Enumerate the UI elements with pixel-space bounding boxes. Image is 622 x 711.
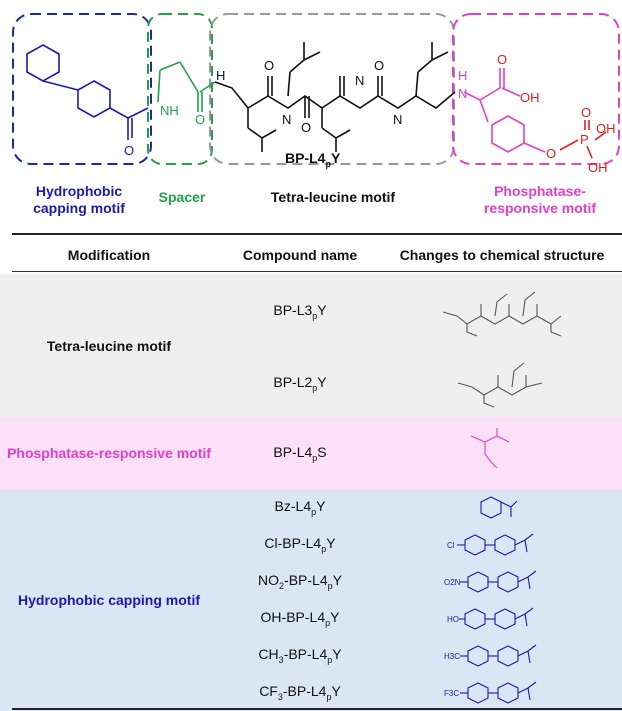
- tri-leucine-fragment: [442, 291, 562, 337]
- table-row: CF3-BP-L4pY F3C: [0, 674, 622, 711]
- structure-cell: O2N: [382, 563, 622, 600]
- table-row: Cl-BP-L4pY Cl: [0, 526, 622, 563]
- caption-spacer: Spacer: [158, 189, 206, 205]
- table-bottom-rule: [12, 708, 622, 710]
- leucine-region-box: [209, 13, 455, 165]
- structure-cell: [382, 274, 622, 349]
- modification-table: Modification Compound name Changes to ch…: [0, 236, 622, 711]
- leucine-n-1: H: [216, 68, 225, 83]
- leucine-o-2: O: [301, 120, 311, 135]
- caption-phosphatase: Phosphatase-responsive motif: [483, 183, 597, 216]
- leucine-n-4: N: [393, 112, 402, 127]
- leucine-backbone: [214, 42, 456, 152]
- phenol-o: O: [546, 146, 556, 161]
- svg-text:F3C: F3C: [444, 689, 459, 698]
- header-structure-changes: Changes to chemical structure: [382, 236, 622, 274]
- spacer-nh: NH: [160, 103, 179, 118]
- spacer-region-box: [147, 13, 213, 165]
- compound-name: OH-BP-L4pY: [218, 600, 382, 637]
- tyr-nh-h: H: [458, 68, 467, 83]
- table-row: BP-L2pY: [0, 349, 622, 417]
- structure-cell: [382, 349, 622, 417]
- table-top-rule: [12, 233, 622, 235]
- table-header-rule: [12, 271, 622, 272]
- no2-biphenyl-fragment: O2N: [444, 570, 537, 593]
- tyr-acid-oh: OH: [520, 90, 540, 105]
- peptide-structure-scheme: O NH O H N N N O O O: [12, 13, 620, 175]
- table-row: OH-BP-L4pY HO: [0, 600, 622, 637]
- capping-carbonyl-o: O: [124, 143, 134, 158]
- leucine-o-3: O: [374, 58, 384, 73]
- phosphate-oh-1: OH: [596, 121, 616, 136]
- cl-biphenyl-fragment: Cl: [447, 533, 534, 556]
- phosphorus-atom: P: [580, 132, 589, 147]
- table-row: Phosphatase-responsive motif BP-L4pS: [0, 417, 622, 489]
- tyr-nh-n: N: [458, 86, 467, 101]
- phosphatase-region-box: [452, 13, 620, 165]
- ch3-biphenyl-fragment: H3C: [444, 644, 537, 667]
- table-row: NO2-BP-L4pY O2N: [0, 563, 622, 600]
- structure-cell: Cl: [382, 526, 622, 563]
- structure-cell: F3C: [382, 674, 622, 711]
- header-compound-name: Compound name: [218, 236, 382, 274]
- oh-biphenyl-fragment: HO: [447, 607, 534, 630]
- compound-name: CF3-BP-L4pY: [218, 674, 382, 711]
- leucine-n-2: N: [282, 112, 291, 127]
- svg-text:O2N: O2N: [444, 578, 461, 587]
- biphenyl-group: [26, 44, 149, 140]
- compound-name: NO2-BP-L4pY: [218, 563, 382, 600]
- spacer-chain: [157, 61, 216, 112]
- svg-text:HO: HO: [447, 615, 459, 624]
- compound-name: BP-L2pY: [218, 349, 382, 417]
- structure-cell: [382, 489, 622, 526]
- table-row: CH3-BP-L4pY H3C: [0, 637, 622, 674]
- tyr-carbonyl-o: O: [497, 52, 507, 67]
- spacer-carbonyl-o: O: [195, 112, 205, 127]
- table-header-row: Modification Compound name Changes to ch…: [0, 236, 622, 274]
- phosphoserine-fragment: [470, 428, 510, 469]
- caption-capping: Hydrophobic capping motif: [33, 183, 125, 216]
- modification-capping: Hydrophobic capping motif: [0, 489, 218, 711]
- phosphate-bonds: [559, 120, 607, 159]
- leucine-o-1: O: [264, 58, 274, 73]
- compound-label: BP-L4pY: [285, 150, 341, 169]
- svg-text:Cl: Cl: [447, 541, 455, 550]
- compound-name: CH3-BP-L4pY: [218, 637, 382, 674]
- di-leucine-fragment: [457, 362, 543, 408]
- structure-cell: H3C: [382, 637, 622, 674]
- table-row: Tetra-leucine motif BP-L3pY: [0, 274, 622, 417]
- modification-tetra-leucine: Tetra-leucine motif: [0, 274, 218, 417]
- leucine-n-3: N: [355, 73, 364, 88]
- cf3-biphenyl-fragment: F3C: [444, 681, 537, 704]
- benzoyl-fragment: [480, 495, 518, 519]
- phosphate-o: O: [581, 105, 591, 120]
- modification-phosphatase: Phosphatase-responsive motif: [0, 417, 218, 489]
- table-row: Hydrophobic capping motif Bz-L4pY: [0, 489, 622, 711]
- header-modification: Modification: [0, 236, 218, 274]
- phosphate-oh-2: OH: [588, 160, 608, 175]
- capping-region-box: [12, 13, 152, 165]
- phosphotyrosine-group: [463, 68, 546, 153]
- compound-name: Bz-L4pY: [218, 489, 382, 526]
- compound-name: BP-L4pS: [218, 417, 382, 489]
- svg-text:H3C: H3C: [444, 652, 460, 661]
- caption-leucine: Tetra-leucine motif: [270, 189, 396, 205]
- compound-name: Cl-BP-L4pY: [218, 526, 382, 563]
- compound-name: BP-L3pY: [218, 274, 382, 349]
- structure-cell: HO: [382, 600, 622, 637]
- structure-cell: [382, 417, 622, 489]
